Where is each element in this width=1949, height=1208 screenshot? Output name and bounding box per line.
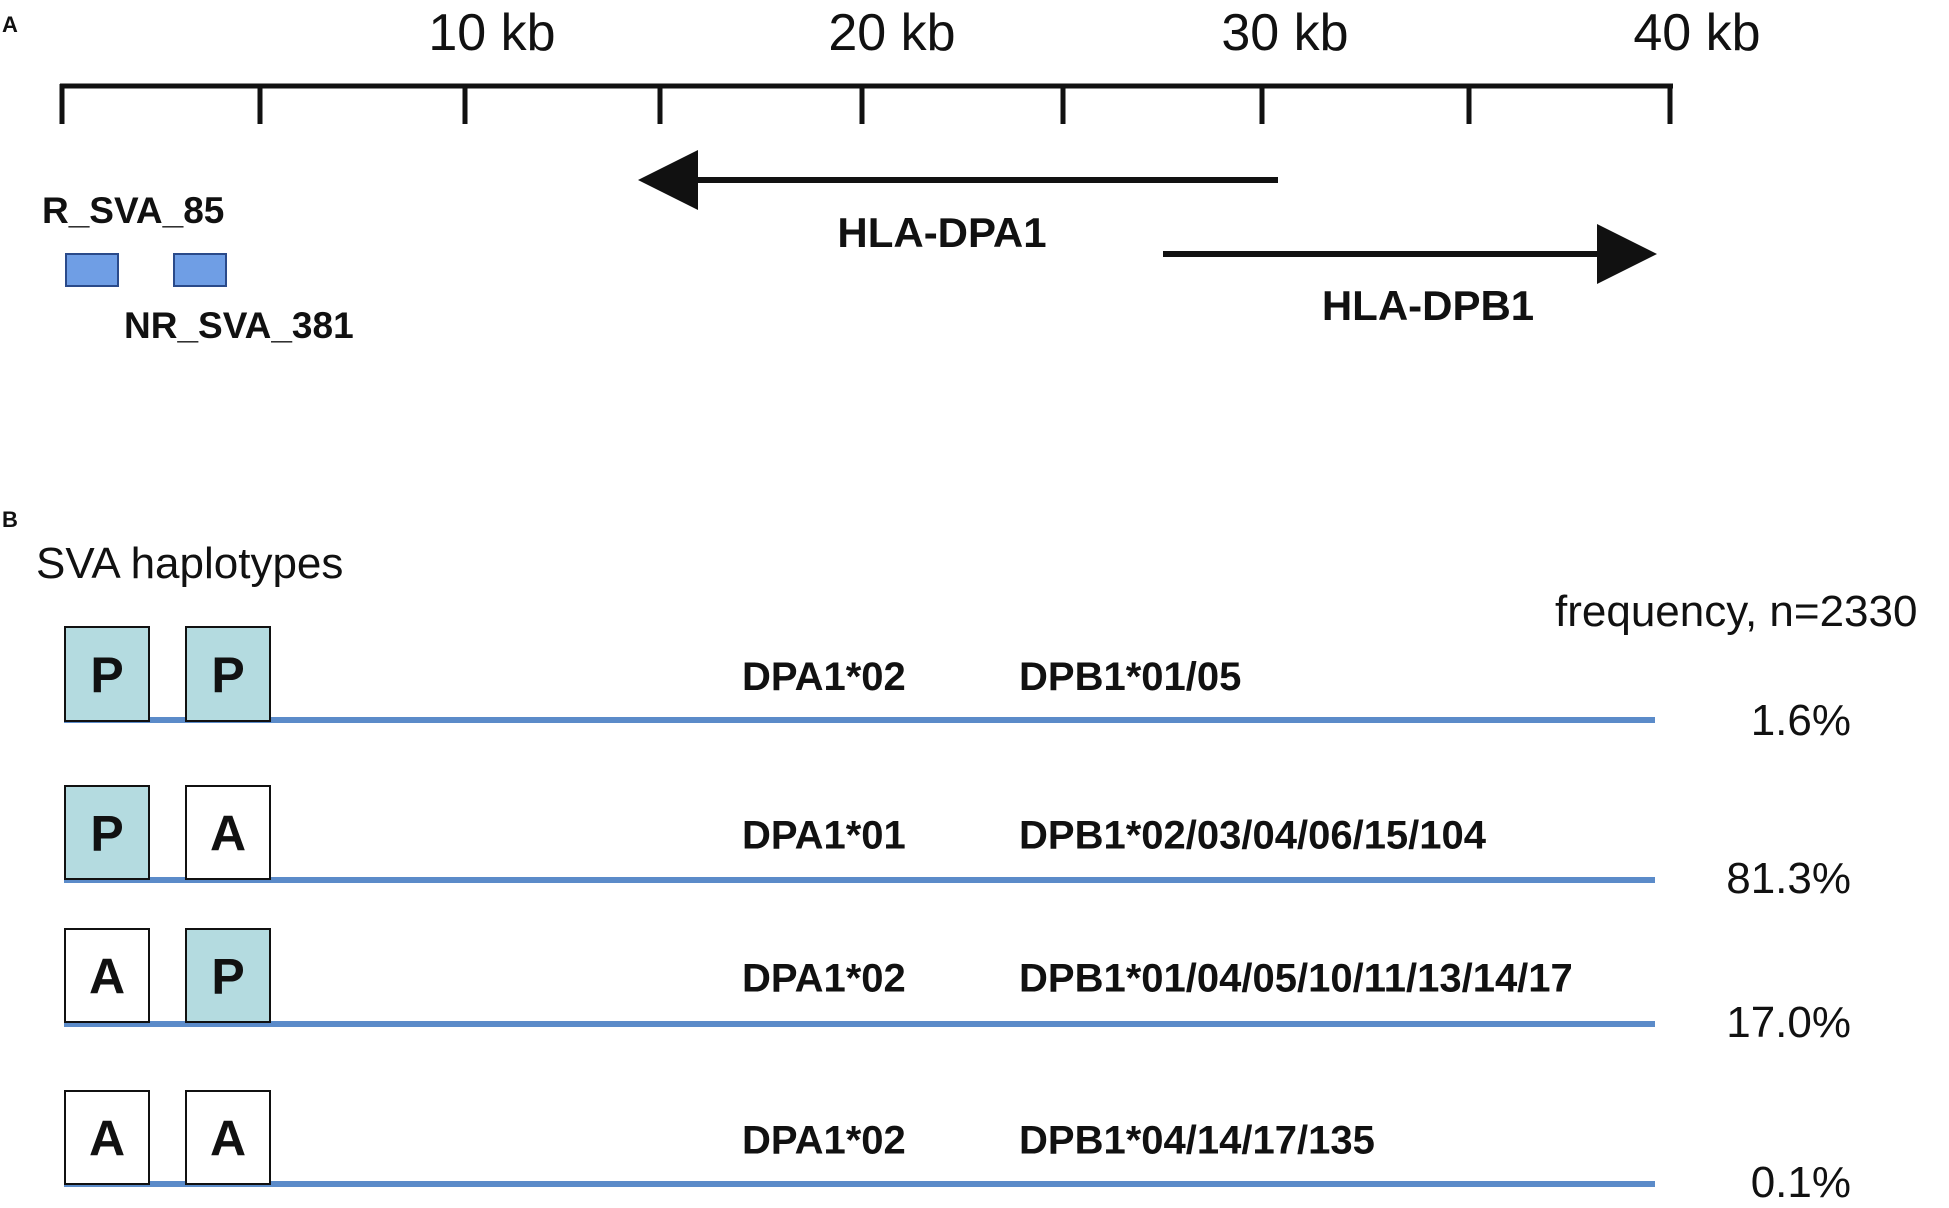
dpa1-allele: DPA1*02	[742, 957, 906, 1001]
sva-status-label: A	[210, 1111, 246, 1167]
dpb1-alleles: DPB1*01/05	[1019, 655, 1241, 699]
sva-r-sva-85-box	[65, 253, 119, 287]
hla-dpb1-label: HLA-DPB1	[1322, 282, 1534, 329]
sva-status-label: A	[89, 1111, 125, 1167]
dpb1-alleles: DPB1*04/14/17/135	[1019, 1119, 1375, 1163]
dpa1-allele: DPA1*02	[742, 1119, 906, 1163]
haplotype-row: P A DPA1*01 DPB1*02/03/04/06/15/104 81.3%	[64, 785, 1851, 903]
sva-status-label: P	[90, 806, 123, 862]
dpa1-allele: DPA1*02	[742, 655, 906, 699]
sva-nr-sva-381-box	[173, 253, 227, 287]
frequency-header: frequency, n=2330	[1555, 587, 1917, 636]
scale-label-40kb: 40 kb	[1633, 4, 1760, 62]
dpb1-alleles: DPB1*02/03/04/06/15/104	[1019, 814, 1487, 858]
haplotype-row: A A DPA1*02 DPB1*04/14/17/135 0.1%	[64, 1090, 1851, 1207]
kb-scale-ruler	[59, 83, 1673, 124]
sva-status-label: P	[211, 647, 244, 703]
haplotype-frequency: 1.6%	[1751, 696, 1851, 745]
sva-status-label: P	[90, 647, 123, 703]
panel-a-label: A	[2, 12, 18, 37]
sva-status-box	[64, 626, 150, 722]
sva-status-box	[185, 1090, 271, 1185]
sva-status-box	[64, 1090, 150, 1185]
haplotype-row: P P DPA1*02 DPB1*01/05 1.6%	[64, 626, 1851, 745]
haplotype-rows: P P DPA1*02 DPB1*01/05 1.6% P A DPA1*01 DPB1*02/…	[64, 626, 1851, 1207]
hla-dpa1-label: HLA-DPA1	[837, 209, 1046, 256]
sva-status-box	[64, 785, 150, 880]
sva-status-label: A	[210, 806, 246, 862]
svA-haplotypes-title: SVA haplotypes	[36, 539, 343, 588]
sva-status-box	[64, 928, 150, 1023]
scale-label-20kb: 20 kb	[828, 4, 955, 62]
sva-status-label: A	[89, 949, 125, 1005]
scale-label-10kb: 10 kb	[428, 4, 555, 62]
sva-status-box	[185, 626, 271, 722]
haplotype-frequency: 81.3%	[1726, 854, 1851, 903]
dpb1-alleles: DPB1*01/04/05/10/11/13/14/17	[1019, 957, 1573, 1001]
sva-r-svA-85-label: R_SVA_85	[42, 190, 224, 231]
haplotype-row: A P DPA1*02 DPB1*01/04/05/10/11/13/14/17 17.…	[64, 928, 1851, 1047]
panel-b-label: B	[2, 507, 18, 532]
sva-status-box	[185, 928, 271, 1023]
dpa1-allele: DPA1*01	[742, 814, 906, 858]
scale-label-30kb: 30 kb	[1221, 4, 1348, 62]
sva-nr-sva-381-label: NR_SVA_381	[124, 305, 354, 346]
sva-status-label: P	[211, 949, 244, 1005]
sva-status-box	[185, 785, 271, 880]
haplotype-frequency: 0.1%	[1751, 1158, 1851, 1207]
haplotype-frequency: 17.0%	[1726, 998, 1851, 1047]
